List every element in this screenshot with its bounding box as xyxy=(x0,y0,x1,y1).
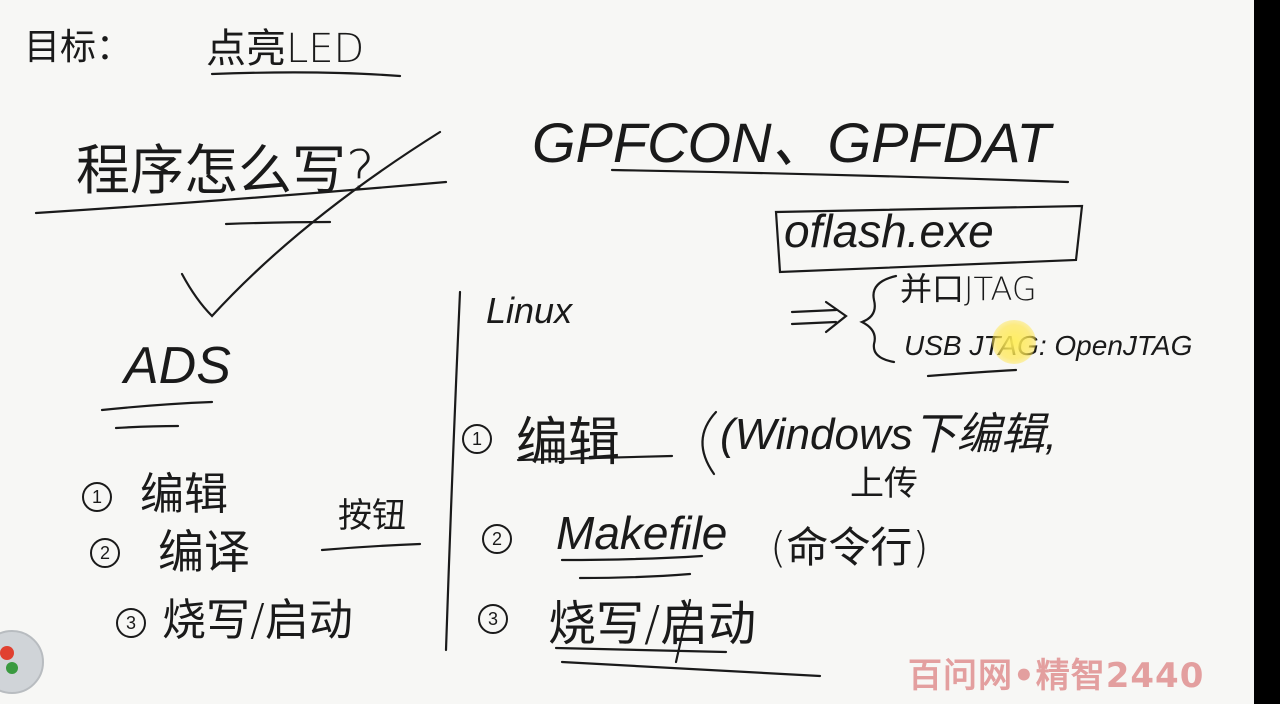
ads-heading: ADS xyxy=(124,337,231,395)
linux-step2-number: 2 xyxy=(482,524,512,554)
title-topic: 点亮LED xyxy=(206,26,365,72)
ads-step1-number: 1 xyxy=(82,482,112,512)
title-label: 目标： xyxy=(24,27,133,68)
linux-step2-note: (命令行) xyxy=(770,523,929,572)
linux-heading: Linux xyxy=(486,290,573,331)
question-text: 程序怎么写? xyxy=(76,139,375,202)
ads-button-note: 按钮 xyxy=(338,496,406,536)
ads-step2-text: 编译 xyxy=(158,525,250,579)
ads-step2-number: 2 xyxy=(90,538,120,568)
oflash-tool: oflash.exe xyxy=(784,205,994,257)
oflash-option-usb: USB JTAG: OpenJTAG xyxy=(904,330,1193,361)
linux-step1-text: 编辑 xyxy=(516,413,621,473)
linux-step3-number: 3 xyxy=(478,604,508,634)
linux-step2-text: Makefile xyxy=(556,507,728,559)
linux-step1-number: 1 xyxy=(462,424,492,454)
ads-step3-text: 烧写/启动 xyxy=(162,595,353,646)
ink-strokes xyxy=(34,71,1084,678)
oflash-option-parallel: 并口JTAG xyxy=(900,270,1037,308)
watermark: 百问网•精智2440 xyxy=(908,656,1205,696)
pointer-highlight xyxy=(992,320,1036,364)
ads-step3-number: 3 xyxy=(116,608,146,638)
linux-step1-note2: 上传 xyxy=(850,464,918,504)
whiteboard: 目标： 点亮LED 程序怎么写? GPFCON、GPFDAT oflash.ex… xyxy=(0,0,1254,704)
ads-step1-text: 编辑 xyxy=(140,469,228,520)
registers-text: GPFCON、GPFDAT xyxy=(532,111,1051,174)
linux-step1-note: (Windows下编辑, xyxy=(720,410,1057,459)
linux-step3-text: 烧写/启动 xyxy=(548,596,757,652)
